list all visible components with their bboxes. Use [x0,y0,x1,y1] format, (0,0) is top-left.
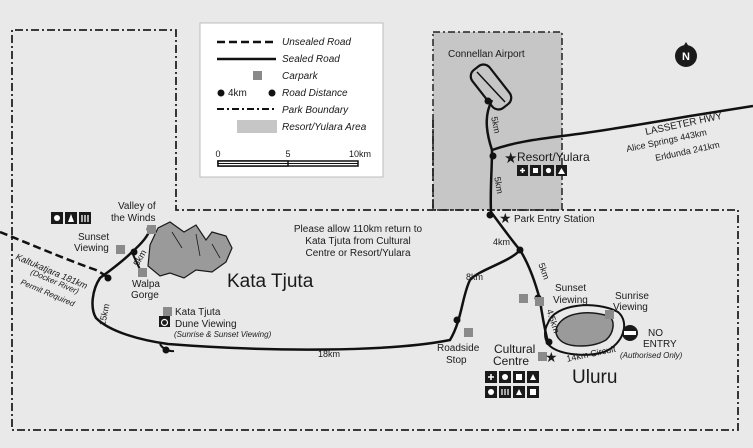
label-valley-1: Valley of [118,201,156,212]
legend-distance-label: Road Distance [282,88,348,99]
facility-icons-west [51,212,91,224]
dist-entry: 4km [493,237,510,247]
legend-distance-km: 4km [228,88,247,99]
uluru-rock [555,312,614,347]
note-line-2: Kata Tjuta from Cultural [305,236,410,247]
legend-resort-label: Resort/Yulara Area [282,122,367,133]
note-line-1: Please allow 110km return to [294,224,423,235]
accessible-icon [159,316,170,327]
label-uluru: Uluru [572,367,617,388]
legend-scale-bar [217,160,359,167]
label-airport: Connellan Airport [448,49,525,60]
dist-resort: 5km [492,176,505,194]
entry-star-icon: ★ [499,210,512,226]
resort-area [433,32,562,210]
label-no-entry-2: ENTRY [643,339,677,350]
label-kt-dune-1: Kata Tjuta [175,307,221,318]
label-sunset-w-2: Viewing [74,243,109,254]
legend-scale-0: 0 [215,149,220,159]
label-sunrise-1: Sunrise [615,291,649,302]
dist-mid: 8km [466,272,483,282]
legend-resort-swatch [237,120,277,133]
label-walpa-1: Walpa [132,279,160,290]
label-cultural-1: Cultural [494,342,535,356]
label-roadside-2: Stop [446,355,467,366]
resort-star-icon: ★ [504,150,517,167]
legend-sealed-label: Sealed Road [282,54,340,65]
legend-box [199,22,384,178]
park-boundary [11,29,739,431]
dist-airport: 5km [489,116,502,135]
label-sunset-w-1: Sunset [78,232,109,243]
dist-south: 18km [318,349,340,359]
legend-scale-10: 10km [349,149,371,159]
cultural-star-icon: ★ [545,349,558,365]
road-west-unsealed [0,230,111,281]
label-kata-tjuta: Kata Tjuta [227,271,314,292]
carparks [116,225,614,361]
legend-distance-dot-left [217,89,225,97]
legend-unsealed-label: Unsealed Road [282,37,351,48]
legend-distance-dot-right [268,89,276,97]
label-sunset-e-1: Sunset [555,283,586,294]
label-kt-dune-3: (Sunrise & Sunset Viewing) [174,330,272,339]
no-entry-icon [622,325,638,341]
legend-carpark-icon [253,71,262,80]
road-resort-to-entry [489,149,494,213]
compass-n-label: N [682,51,690,63]
uluru-circuit-road [544,304,626,356]
label-no-entry-1: NO [648,328,663,339]
legend-boundary-label: Park Boundary [282,105,349,116]
road-to-kata-tjuta [91,228,521,351]
airport-runway [469,63,513,111]
label-sunrise-2: Viewing [613,302,648,313]
label-roadside-1: Roadside [437,343,480,354]
label-park-entry: Park Entry Station [514,214,595,225]
dist-west: 15km [97,303,111,327]
label-kt-dune-2: Dune Viewing [175,319,237,330]
legend-scale-5: 5 [285,149,290,159]
facility-icons-resort [517,165,567,176]
label-walpa-2: Gorge [131,290,159,301]
label-resort: Resort/Yulara [517,150,590,164]
label-circuit: 14km Circuit [565,344,616,364]
legend-carpark-label: Carpark [282,71,319,82]
dist-uluru-n: 5km [536,261,551,280]
north-arrow-icon: N [675,42,697,67]
note-line-3: Centre or Resort/Yulara [305,248,410,259]
label-cultural-2: Centre [493,354,529,368]
label-no-entry-3: (Authorised Only) [620,351,683,360]
kata-tjuta-rocks [147,221,233,279]
facility-icons-cultural [485,371,539,398]
label-valley-2: the Winds [111,213,155,224]
label-sunset-e-2: Viewing [553,295,588,306]
road-lasseter-hwy [491,104,753,152]
